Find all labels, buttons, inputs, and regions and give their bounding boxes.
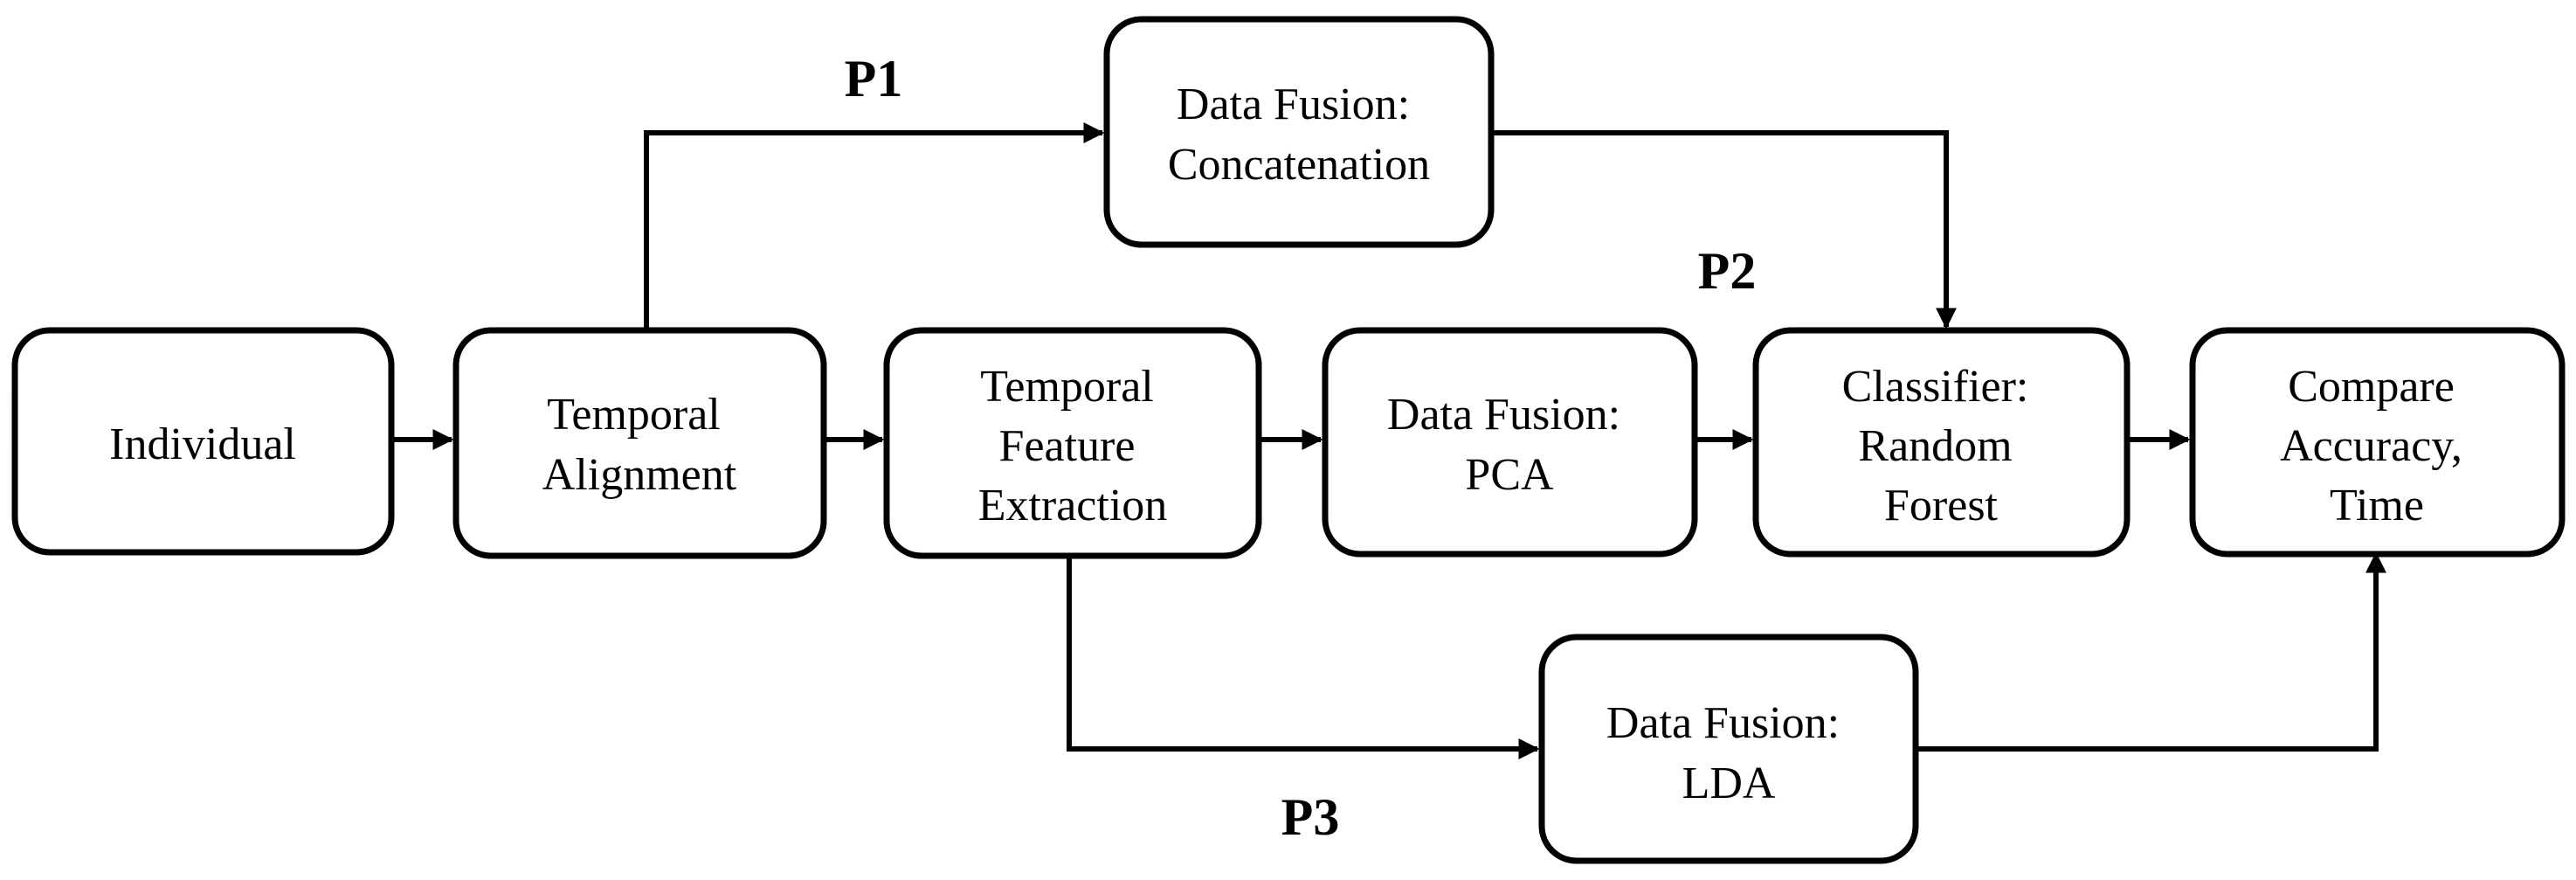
box-fusion-lda: Data Fusion: LDA (1538, 634, 1919, 864)
path-label-p1: P1 (845, 50, 903, 107)
box-classifier: Classifier: Random Forest (1752, 327, 2131, 558)
box-temporal-feature-extraction-label: Temporal Feature Extraction (978, 362, 1168, 530)
box-individual: Individual (11, 327, 395, 556)
box-fusion-lda-label: Data Fusion: LDA (1606, 698, 1851, 808)
compare-line-3: Time (2330, 481, 2424, 530)
edge-lda-to-compare (1916, 551, 2386, 752)
temporal-alignment-line-2: Alignment (542, 450, 737, 500)
fusion-pca-line-2: PCA (1465, 450, 1554, 500)
box-individual-label: Individual (109, 419, 296, 469)
path-label-p2: P2 (1698, 242, 1757, 300)
fusion-pca-line-1: Data Fusion: (1387, 390, 1620, 440)
box-compare-label: Compare Accuracy, Time (2280, 362, 2474, 530)
classifier-line-2: Random (1858, 421, 2012, 471)
box-compare: Compare Accuracy, Time (2189, 327, 2566, 558)
fusion-lda-line-1: Data Fusion: (1606, 698, 1840, 748)
edges (391, 122, 2386, 759)
box-fusion-pca-label: Data Fusion: PCA (1387, 390, 1632, 500)
fusion-concatenation-line-1: Data Fusion: (1177, 80, 1410, 129)
feature-extraction-line-3: Extraction (978, 481, 1168, 530)
compare-line-2: Accuracy, (2280, 421, 2462, 471)
box-classifier-label: Classifier: Random Forest (1842, 362, 2041, 530)
box-fusion-concatenation-label: Data Fusion: Concatenation (1168, 80, 1430, 190)
classifier-line-3: Forest (1884, 481, 1999, 530)
feature-extraction-line-1: Temporal (980, 362, 1154, 412)
classifier-line-1: Classifier: (1842, 362, 2029, 412)
compare-line-1: Compare (2288, 362, 2455, 412)
box-fusion-concatenation: Data Fusion: Concatenation (1103, 16, 1495, 248)
path-label-p3: P3 (1281, 788, 1340, 846)
temporal-alignment-line-1: Temporal (547, 390, 721, 440)
edge-feature-extraction-to-lda (1067, 556, 1540, 759)
edge-concatenation-to-classifier (1491, 130, 1957, 329)
feature-extraction-line-2: Feature (999, 421, 1136, 471)
box-fusion-pca: Data Fusion: PCA (1322, 327, 1698, 558)
box-temporal-alignment: Temporal Alignment (452, 327, 827, 559)
fusion-lda-line-2: LDA (1682, 759, 1776, 808)
fusion-concatenation-line-2: Concatenation (1168, 140, 1430, 190)
edge-alignment-to-concatenation (644, 122, 1105, 330)
box-temporal-alignment-label: Temporal Alignment (542, 390, 737, 500)
box-temporal-feature-extraction: Temporal Feature Extraction (883, 327, 1262, 559)
individual-line-1: Individual (109, 419, 296, 469)
